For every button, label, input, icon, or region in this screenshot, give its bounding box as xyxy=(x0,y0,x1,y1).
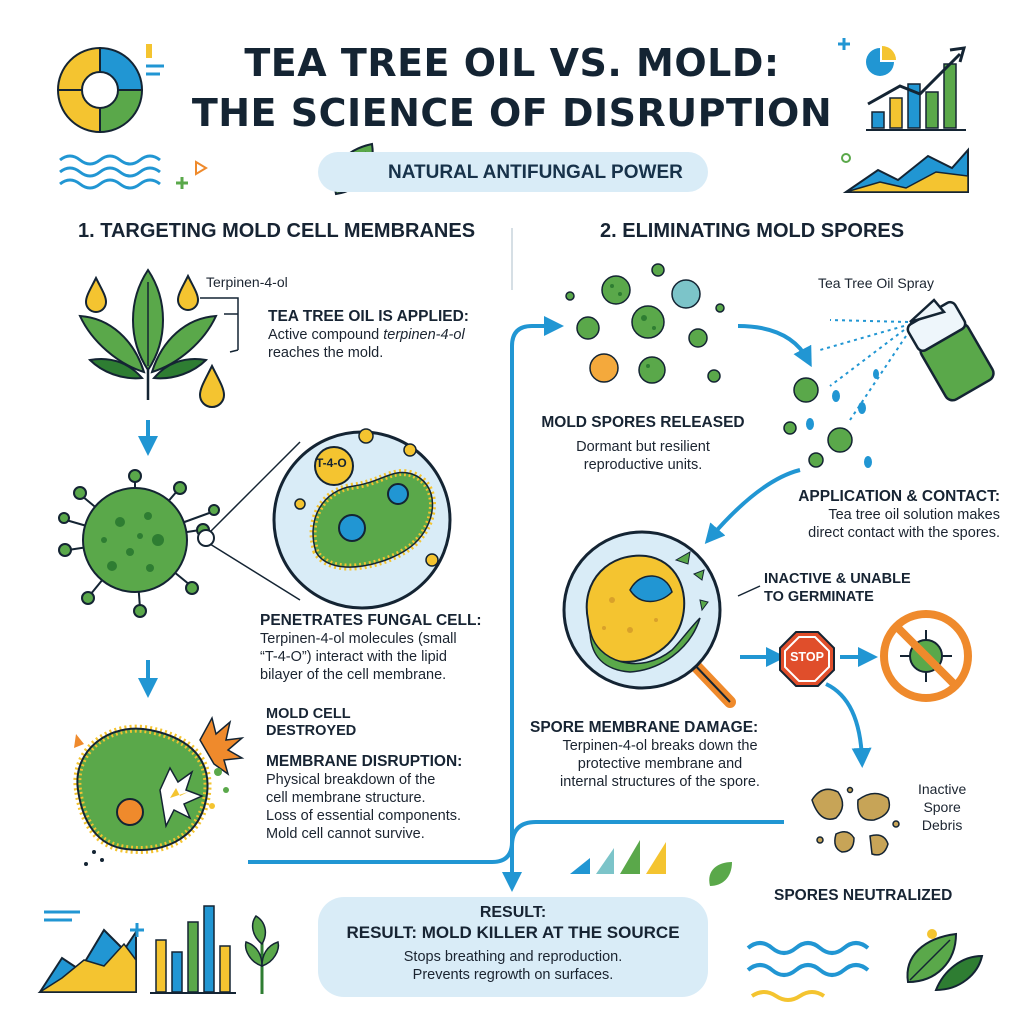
step2-text: PENETRATES FUNGAL CELL: Terpinen-4-ol mo… xyxy=(260,611,515,684)
section1-heading: 1. TARGETING MOLD CELL MEMBRANES xyxy=(78,220,476,242)
connector-bracket xyxy=(200,297,239,353)
bottom-right-decoration xyxy=(746,929,984,1002)
spores-released-title: MOLD SPORES RELEASED xyxy=(541,414,745,431)
destroyed-label: MOLD CELL DESTROYED xyxy=(266,706,356,740)
magnified-damaged-spore xyxy=(562,530,736,708)
mold-cell-illustration xyxy=(58,469,220,618)
page-title: TEA TREE OIL VS. MOLD: THE SCIENCE OF DI… xyxy=(150,38,874,138)
spores-neutralized-label: SPORES NEUTRALIZED xyxy=(774,887,953,904)
badge-text: NATURAL ANTIFUNGAL POWER xyxy=(388,162,683,183)
spray-label: Tea Tree Oil Spray xyxy=(818,275,934,291)
inactive-label-1: INACTIVE & UNABLE xyxy=(764,571,911,587)
bottom-left-charts-icon xyxy=(37,905,280,994)
step2-line-1: Terpinen-4-ol molecules (small xyxy=(260,631,457,647)
step3-title: MEMBRANE DISRUPTION: xyxy=(266,753,463,770)
area-chart-icon xyxy=(841,147,969,193)
result-text: RESULT: RESULT: MOLD KILLER AT THE SOURC… xyxy=(318,903,708,984)
step3-line-2: cell membrane structure. xyxy=(266,790,426,806)
spore-damage-text: SPORE MEMBRANE DAMAGE: Terpinen-4-ol bre… xyxy=(530,718,790,791)
plus-icon xyxy=(176,177,188,189)
debris-label-3: Debris xyxy=(921,817,963,833)
flow-arrow xyxy=(825,682,872,768)
spray-bottle-icon xyxy=(906,298,995,402)
spore-damage-line-1: Terpinen-4-ol breaks down the xyxy=(562,738,758,754)
step1-text: TEA TREE OIL IS APPLIED: Active compound… xyxy=(268,307,518,362)
spray-droplets xyxy=(806,369,879,468)
zoom-callout-lines xyxy=(209,441,301,601)
debris-label: Inactive Spore Debris xyxy=(918,780,966,834)
title-line-1: TEA TREE OIL VS. MOLD: xyxy=(244,41,780,85)
destroyed-label-1: MOLD CELL xyxy=(266,706,351,722)
debris-label-2: Spore xyxy=(923,799,961,815)
flow-arrow xyxy=(704,468,801,545)
step3-line-1: Physical breakdown of the xyxy=(266,772,436,788)
flow-arrow xyxy=(737,324,812,368)
step2-line-3: bilayer of the cell membrane. xyxy=(260,667,447,683)
result-box xyxy=(318,897,708,997)
callout-line xyxy=(737,585,761,597)
flow-arrow xyxy=(502,820,784,892)
molecule-label: T-4-O xyxy=(316,456,347,470)
spores-being-sprayed xyxy=(783,377,853,468)
spore-debris-illustration xyxy=(811,786,900,856)
triangle-icon xyxy=(195,160,208,176)
step1-text-b: reaches the mold. xyxy=(268,345,384,361)
application-line-2: direct contact with the spores. xyxy=(808,525,1000,541)
spores-released-text: MOLD SPORES RELEASED Dormant but resilie… xyxy=(538,413,748,474)
growth-chart-icon xyxy=(838,38,967,131)
destroyed-cell-illustration xyxy=(73,715,245,866)
compound-label: Terpinen-4-ol xyxy=(206,274,288,290)
result-label: RESULT: xyxy=(479,904,547,921)
inactive-label-2: TO GERMINATE xyxy=(764,589,874,605)
oil-drop-icons xyxy=(84,273,226,408)
stop-label: STOP xyxy=(790,650,824,664)
application-line-1: Tea tree oil solution makes xyxy=(828,507,1000,523)
stop-sign-icon xyxy=(779,631,835,687)
application-title: APPLICATION & CONTACT: xyxy=(798,488,1000,505)
debris-label-1: Inactive xyxy=(918,781,967,797)
result-line-2: Prevents regrowth on surfaces. xyxy=(412,967,614,983)
mold-spores-illustration xyxy=(565,263,725,384)
step2-line-2: “T-4-O”) interact with the lipid xyxy=(260,649,447,665)
destroyed-label-2: DESTROYED xyxy=(266,723,357,739)
step3-line-4: Mold cell cannot survive. xyxy=(266,826,425,842)
section2-heading: 2. ELIMINATING MOLD SPORES xyxy=(600,220,905,242)
no-spore-icon xyxy=(880,610,972,702)
badge-pill xyxy=(318,152,708,192)
step1-title: TEA TREE OIL IS APPLIED: xyxy=(268,308,469,325)
cell-membrane-zoom-illustration xyxy=(272,428,452,610)
step2-title: PENETRATES FUNGAL CELL: xyxy=(260,612,482,629)
spore-damage-title: SPORE MEMBRANE DAMAGE: xyxy=(530,719,759,736)
tea-tree-plant-illustration xyxy=(78,268,218,400)
spores-released-line-1: Dormant but resilient xyxy=(576,439,710,455)
spore-damage-line-2: protective membrane and xyxy=(577,756,743,772)
result-line-1: Stops breathing and reproduction. xyxy=(403,949,623,965)
mini-chart-icon xyxy=(570,840,732,886)
spores-released-line-2: reproductive units. xyxy=(583,457,703,473)
result-headline: RESULT: MOLD KILLER AT THE SOURCE xyxy=(346,923,680,942)
application-text: APPLICATION & CONTACT: Tea tree oil solu… xyxy=(760,487,1000,542)
title-line-2: THE SCIENCE OF DISRUPTION xyxy=(191,91,833,135)
spore-damage-line-3: internal structures of the spore. xyxy=(560,774,760,790)
step1-text-a: Active compound xyxy=(268,327,384,343)
step1-text-em: terpinen-4-ol xyxy=(383,327,465,343)
donut-chart-icon xyxy=(56,44,164,134)
flow-arrow xyxy=(248,316,564,864)
inactive-label: INACTIVE & UNABLE TO GERMINATE xyxy=(764,570,911,606)
wave-lines-icon xyxy=(59,154,161,190)
step3-text: MEMBRANE DISRUPTION: Physical breakdown … xyxy=(266,752,516,843)
step3-line-3: Loss of essential components. xyxy=(266,808,462,824)
